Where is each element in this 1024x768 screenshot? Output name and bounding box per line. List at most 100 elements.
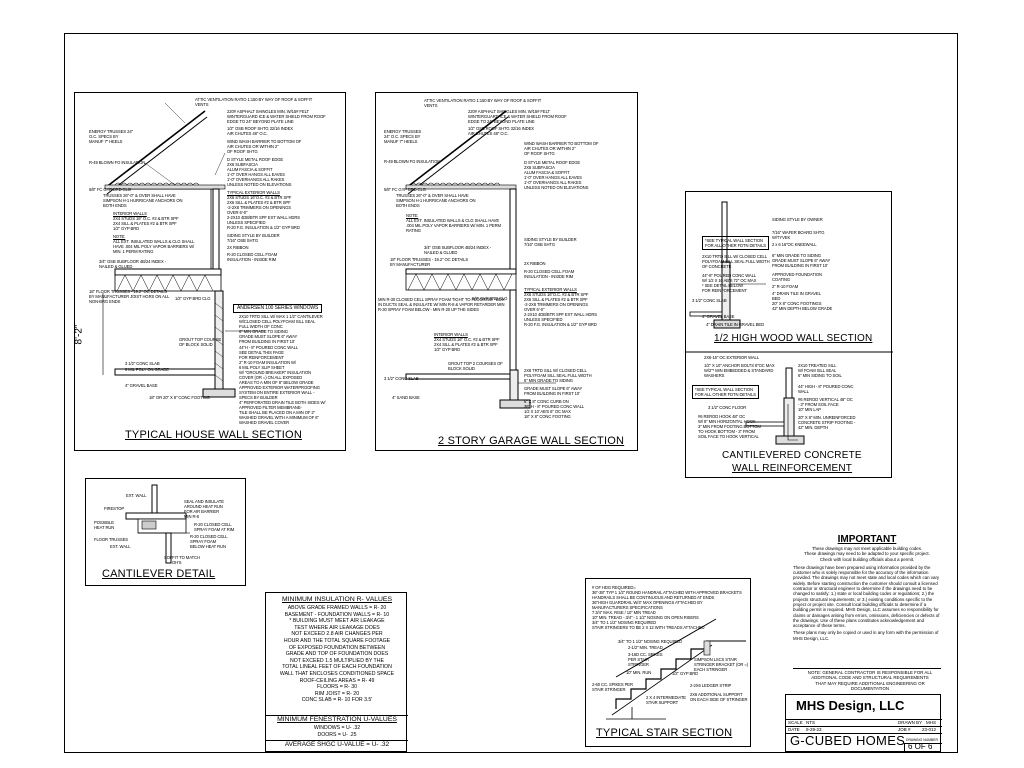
house-label-slab: 3 1/2" CONC SLAB <box>125 361 160 366</box>
cantilever-labels-below-foam: R-20 CLOSED CELL SPRAY FOAM BELOW HEAT R… <box>190 534 228 549</box>
house-label-subfloor: 3/4" OSB SUBFLOOR 4B/24 INDEX - NAILED &… <box>99 259 167 269</box>
garage-label-spray-foam: MIN R-30 CLOSED CELL SPRAY FOAM TIGHT TO… <box>378 297 505 312</box>
house-label-gravel: 4" GRAVEL BASE <box>125 383 158 388</box>
garage-wall-section-panel: ATTIC VENTILATION RATIO 1:150 BY WAY OF … <box>375 92 638 451</box>
half-wall-label-drain: 4" DRAIN TILE IN GRAVEL BED <box>706 322 765 327</box>
house-label-r49: R-49 BLOWN FG INSULATION <box>89 160 146 165</box>
garage-labels-right: 220# ASPHALT SHINGLES MIN. W/15# FELT WI… <box>468 109 567 136</box>
cantilever-label-ext-wall-2: EXT. WALL <box>110 544 131 549</box>
garage-label-sand: 4" SAND BASE <box>392 395 420 400</box>
cantilever-detail-panel: EXT. WALL SEAL AND INSULATE AROUND HEAT … <box>85 478 246 586</box>
stair-notes: # OF HDG REQUIRED= 36"-38" TYP 1 1/2" RO… <box>592 585 742 630</box>
half-wall-label-slab: 3 1/2" CONC SLAB <box>692 298 727 303</box>
stair-section-title: TYPICAL STAIR SECTION <box>596 727 733 739</box>
date-value: 9-29-23 <box>806 727 822 732</box>
title-block: MHS Design, LLC SCALE NTS DRAWN BY MHS D… <box>785 694 942 753</box>
garage-labels-interior: INTERIOR WALLS 2X4 STUDS 16" O.C. #2 & B… <box>434 332 500 352</box>
important-footer: These plans may only be copied or used i… <box>793 630 939 641</box>
garage-wall-section-title: 2 STORY GARAGE WALL SECTION <box>438 435 625 447</box>
cantilever-label-ext-wall: EXT. WALL <box>126 493 147 498</box>
house-label-footing: 18" OR 20" X 8" CONC FOOTING <box>149 395 210 400</box>
house-wall-drawing <box>102 102 265 398</box>
garage-label-energy-trusses: ENERGY TRUSSES 24" O.C. SPECS BY MANUF 7… <box>384 129 422 144</box>
cantilever-labels-rim-foam: R-20 CLOSED CELL SPRAY FOAM AT RIM <box>194 522 235 532</box>
scale-value: NTS <box>806 720 815 725</box>
house-label-ventilation: ATTIC VENTILATION RATIO 1:150 BY WAY OF … <box>195 97 313 107</box>
house-dimension: 8'-2" <box>73 324 85 345</box>
shgc-value: AVERAGE SHGC U-VALUE = U- .32 <box>284 741 390 748</box>
insulation-divider <box>266 715 408 716</box>
important-panel: IMPORTANT These drawings may not meet ap… <box>793 534 941 694</box>
garage-label-grout: GROUT TOP 2 COURSES OF BLOCK SOLID <box>448 361 503 371</box>
stair-label-spikes-2: 2-60 CC. SPIKES PER STAIR STRINGER <box>592 682 633 692</box>
garage-label-trusses: TRUSSES 26"-0" & OVER SHALL HAVE SIMPSON… <box>396 193 476 208</box>
job-value: 23-012 <box>922 727 937 732</box>
andersen-windows-label: ANDERSEN 100 SERIES WINDOWS <box>233 304 323 313</box>
cantilever-concrete-title-2: WALL REINFORCEMENT <box>732 463 853 474</box>
insulation-panel: MINIMUM INSULATION R- VALUES ABOVE GRADE… <box>265 592 408 752</box>
important-divider <box>793 668 941 669</box>
cantilever-concrete-labels-left: 2X6-16" OC EXTERIOR WALL 1/2" X 10" ANCH… <box>704 355 775 378</box>
important-title: IMPORTANT <box>837 534 897 545</box>
cantilever-labels-heat-run: POSSIBLE HEAT RUN <box>94 520 115 530</box>
garage-labels-right-4: 2X8 TRTD SILL W/ CLOSED CELL POLYFOAM SI… <box>524 368 592 419</box>
company-name: MHS Design, LLC <box>796 698 905 713</box>
date-label: DATE <box>788 727 800 732</box>
stair-label-nosing: 3/4" TO 1 1/2" NOSING REQUIRED <box>618 639 683 644</box>
stair-label-min-tread: 2-1/2" MIN. TREAD <box>628 645 663 650</box>
half-wall-see-typical: *SEE TYPICAL WALL SECTION FOR ALL OTHER … <box>702 236 769 250</box>
cantilever-detail-title: CANTILEVER DETAIL <box>102 568 216 580</box>
tb-divider-3 <box>786 733 942 734</box>
shgc-divider <box>266 740 408 741</box>
insulation-heading: MINIMUM INSULATION R- VALUES <box>281 596 393 603</box>
house-labels-right: 220# ASPHALT SHINGLES MIN. W/15# FELT WI… <box>227 109 326 262</box>
drawn-label: DRAWN BY <box>898 720 923 725</box>
house-label-gyp-clg2: 1/2" GYP BRD CLG <box>175 296 211 301</box>
house-label-energy-trusses: ENERGY TRUSSES 24" O.C. SPECS BY MANUF 7… <box>89 129 133 144</box>
cantilever-label-firestop: FIRESTOP <box>104 506 125 511</box>
stair-label-gyp: 1/2" GYP BRD <box>672 671 699 676</box>
important-note: NOTE: GENERAL CONTRACTOR IS RESPONSIBLE … <box>807 670 933 691</box>
sheet-border <box>64 33 958 753</box>
sheet-number: 6 OF 6 <box>908 742 933 751</box>
cantilever-concrete-label-floor: 3 1/2" CONC FLOOR <box>708 405 747 410</box>
cantilever-concrete-title-1: CANTILEVERED CONCRETE <box>722 450 862 461</box>
stair-label-ledger: 2-2X6 LEDGER STRIP <box>690 683 732 688</box>
cantilever-concrete-labels-hook: #6 REROD HOOK 48" OC W/ 8" MIN HORIZONTA… <box>698 414 761 439</box>
house-wall-section-title: TYPICAL HOUSE WALL SECTION <box>125 429 302 441</box>
stair-label-intermediate: 2 X 4 INTERMEDIATE STAIR SUPPORT <box>646 695 687 705</box>
half-wall-label-gravel: 4" GRAVEL BASE <box>702 314 735 319</box>
cantilever-concrete-see-typical: *SEE TYPICAL WALL SECTION FOR ALL OTHER … <box>692 385 759 399</box>
tb-divider-1 <box>786 719 942 720</box>
fenestration-lines: WINDOWS = U- .32 DOORS = U- .25 <box>313 725 361 738</box>
cantilever-detail-drawing <box>125 484 190 564</box>
garage-labels-right-2: WIND WASH BARRIER TO BOTTOM OF AIR CHUTE… <box>524 141 599 190</box>
house-label-trusses: TRUSSES 26"-0" & OVER SHALL HAVE SIMPSON… <box>103 193 183 208</box>
garage-wall-drawing <box>405 110 556 409</box>
house-wall-section-panel: ATTIC VENTILATION RATIO 1:150 BY WAY OF … <box>73 92 346 451</box>
drawn-value: MHS <box>926 720 936 725</box>
stair-label-simpson: SIMPSON LSCS STAIR STRINGER BRACKET (OR … <box>694 657 749 672</box>
house-labels-foundation: 44"H - 8" POURED CONC WALL SEE DETAIL TH… <box>239 345 326 425</box>
stair-label-additional: 2X6 ADDITIONAL SUPPORT ON EACH SIDE OF S… <box>690 692 748 702</box>
house-label-floor-trusses: 18" FLOOR TRUSSES - 19.2" OC DETAILS BY … <box>89 289 170 304</box>
garage-label-gyp-clg: 5/8" FC GYP BRD CLG <box>384 187 426 192</box>
house-label-poly: 6 MIL POLY ON GRADE <box>125 367 169 372</box>
stair-panel: # OF HDG REQUIRED= 36"-38" TYP 1 1/2" RO… <box>585 578 751 747</box>
insulation-lines: ABOVE GRADE FRAMED WALLS = R- 20 BASEMEN… <box>279 605 395 704</box>
house-labels-interior: INTERIOR WALLS 2X4 STUDS 16" O.C. #2 & B… <box>113 211 195 254</box>
drawing-number-label: DRAWING NUMBER <box>906 738 938 742</box>
fenestration-heading: MINIMUM FENESTRATION U-VALUES <box>277 716 397 723</box>
house-labels-right-lower: 2X10 TRTD SILL W/ MAX 1 1/2" CANTILEVER … <box>239 314 323 344</box>
garage-labels-right-3: SIDING STYLE BY BUILDER 7/16" OSB SHTG 2… <box>524 237 597 327</box>
cantilever-label-floor-trusses: FLOOR TRUSSES <box>94 537 128 542</box>
house-label-gyp-clg: 5/8" FC GYP BRD CLG <box>89 187 131 192</box>
scale-label: SCALE <box>788 720 803 725</box>
garage-label-floor-trusses: 18" FLOOR TRUSSES - 19.2" OC DETAILS BY … <box>390 257 469 267</box>
client-name: G-CUBED HOMES <box>790 733 906 748</box>
cantilever-labels-soffit: SOFFIT TO MATCH OH'S <box>164 555 200 565</box>
garage-label-subfloor: 3/4" OSB SUBFLOOR 4B/24 INDEX - NAILED &… <box>424 245 492 255</box>
stair-label-min-run: 10" MIN. RUN <box>626 670 652 675</box>
half-wall-panel: *SEE TYPICAL WALL SECTION FOR ALL OTHER … <box>685 191 893 478</box>
half-wall-section-title: 1/2 HIGH WOOD WALL SECTION <box>714 333 873 344</box>
